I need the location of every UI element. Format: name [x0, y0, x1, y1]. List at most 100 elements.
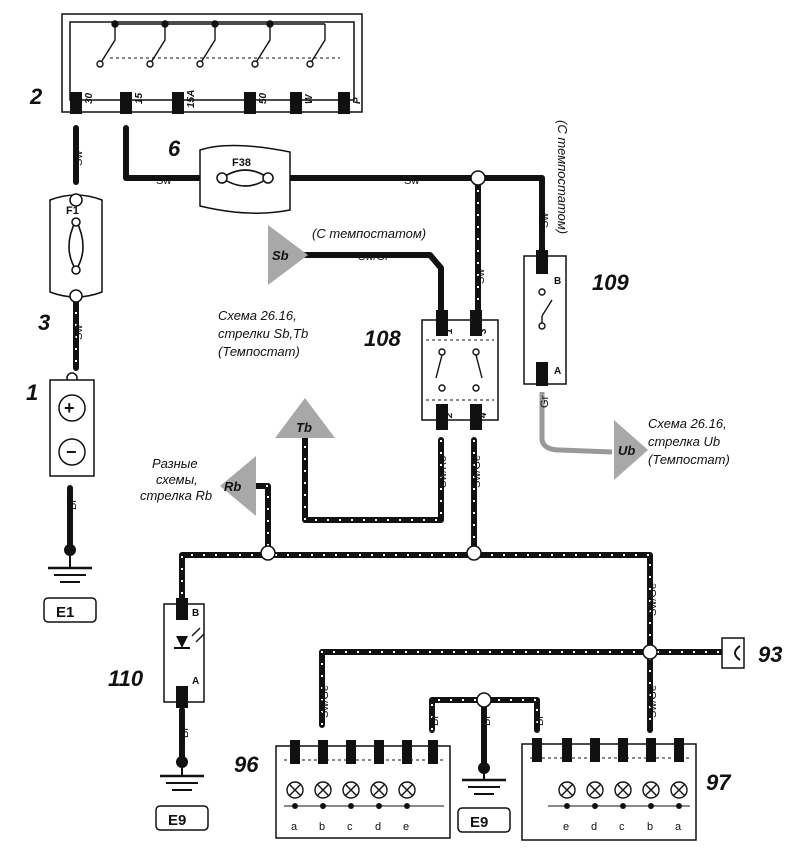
svg-text:−: − [66, 442, 77, 462]
note-tb: Схема 26.16, стрелки Sb,Tb (Темпостат) [218, 308, 308, 359]
junction-nodes [66, 170, 658, 708]
led-pin-a: A [192, 676, 199, 687]
lamp-96-pin-a: a [291, 821, 298, 833]
arrow-label-tb: Tb [296, 420, 312, 435]
svg-text:+: + [64, 398, 75, 418]
wire-label-sw-f38-right: Sw [404, 175, 419, 187]
led-pin-b: B [192, 608, 199, 619]
wire-label-sw-relay: Sw [475, 269, 487, 284]
wire-label-sw-ro: Sw/Ro [437, 456, 449, 488]
wire-label-sw-ge-bus: Sw/Ge [647, 583, 659, 616]
junction-node [466, 545, 482, 561]
wire-label-br-led: Br [179, 727, 191, 738]
wire-label-br-battery: Br [67, 499, 79, 510]
wire-label-sw-ge-96: Sw/Ge [319, 685, 331, 718]
component-number-109: 109 [592, 270, 629, 295]
junction-node [260, 545, 276, 561]
component-number-1: 1 [26, 380, 38, 405]
ground-label-e9-left: E9 [168, 812, 186, 829]
component-number-93: 93 [758, 642, 782, 667]
lamp-block-97: e d c b a 97 [521, 738, 732, 841]
terminal-15a-label: 15A [186, 90, 197, 108]
wire-label-br-96: Br [429, 715, 441, 726]
note-ub-line-2: стрелка Ub [648, 434, 720, 449]
terminal-50-label: 50 [258, 92, 269, 104]
note-ub: Схема 26.16, стрелка Ub (Темпостат) [648, 416, 730, 467]
wires [67, 125, 728, 768]
wire-label-sw-switch: Sw [539, 213, 551, 228]
note-sb-tempostat: (С темпостатом) [312, 226, 426, 241]
relay-108: 1 3 2 4 108 [364, 310, 499, 430]
ground-e9-mid: E9 [457, 762, 511, 833]
junction-node [470, 170, 486, 186]
ground-label-e1: E1 [56, 604, 74, 621]
note-ub-line-3: (Темпостат) [648, 452, 730, 467]
relay-pin-4: 4 [478, 412, 489, 419]
wire-label-sw-30: Sw [73, 151, 85, 166]
terminal-p-label: P [352, 97, 363, 104]
arrow-rb: Rb [220, 456, 256, 516]
note-switch-tempostat: (С темпостатом) [555, 120, 570, 234]
component-number-110: 110 [108, 666, 144, 691]
wire-label-gr: Gr [539, 395, 551, 408]
fuse-f38-label: F38 [232, 157, 251, 169]
lamp-97-pin-d: d [591, 821, 597, 833]
wire-label-sw-f38-left: Sw [156, 175, 171, 187]
component-number-6: 6 [168, 136, 181, 161]
component-number-96: 96 [234, 752, 259, 777]
component-number-2: 2 [29, 84, 43, 109]
ground-e9-left: E9 [155, 756, 209, 831]
note-tb-line-3: (Темпостат) [218, 344, 300, 359]
wire-label-sw-ge-97: Sw/Ge [647, 685, 659, 718]
terminal-w-label: W [304, 93, 315, 104]
lamp-96-pin-d: d [375, 821, 381, 833]
arrow-label-rb: Rb [224, 479, 241, 494]
junction-node [476, 692, 492, 708]
switch-pin-a: A [554, 366, 561, 377]
note-tb-line-1: Схема 26.16, [218, 308, 297, 323]
relay-pin-2: 2 [444, 412, 455, 419]
lamp-96-pin-c: c [347, 821, 353, 833]
lamp-97-pin-e: e [563, 821, 569, 833]
lamp-96-pin-e: e [403, 821, 409, 833]
terminal-30-label: 30 [84, 92, 95, 104]
note-ub-line-1: Схема 26.16, [648, 416, 727, 431]
battery: + − 1 [26, 379, 95, 477]
note-tb-line-2: стрелки Sb,Tb [218, 326, 308, 341]
arrow-tb: Tb [275, 398, 335, 438]
arrow-label-sb: Sb [272, 248, 289, 263]
fuse-f1-label: F1 [66, 205, 79, 217]
junction-node [642, 644, 658, 660]
lamp-96-pin-b: b [319, 821, 325, 833]
component-number-97: 97 [706, 770, 732, 795]
note-rb-line-1: Разные [152, 456, 198, 471]
terminal-15-label: 15 [134, 92, 145, 104]
lamp-block-96: a b c d e 96 [234, 740, 451, 839]
switch-109: B A 109 [523, 250, 629, 386]
fuse-f38: F38 6 [168, 136, 291, 214]
wire-label-br-mid: Br [481, 715, 493, 726]
switch-pin-b: B [554, 276, 561, 287]
arrow-sb: Sb [268, 225, 308, 285]
fuse-f1: F1 3 [38, 193, 103, 335]
arrow-ub: Ub [614, 420, 648, 480]
arrow-label-ub: Ub [618, 443, 635, 458]
note-rb-line-3: стрелка Rb [140, 488, 212, 503]
wire-label-sw-ge-relay: Sw/Ge [471, 455, 483, 488]
lamp-97-pin-c: c [619, 821, 625, 833]
relay-pin-1: 1 [444, 328, 455, 334]
ground-label-e9-mid: E9 [470, 814, 488, 831]
relay-pin-3: 3 [478, 328, 489, 334]
wire-label-sw-f1: Sw [73, 325, 85, 340]
note-rb-line-2: схемы, [156, 472, 198, 487]
connector-93: 93 [721, 637, 782, 669]
ignition-switch: 30 15 15A 50 W P 2 [29, 13, 363, 114]
lamp-97-pin-b: b [647, 821, 653, 833]
led-110: B A 110 [108, 598, 205, 708]
ground-e1: E1 [43, 544, 97, 623]
component-number-3: 3 [38, 310, 50, 335]
note-rb: Разные схемы, стрелка Rb [140, 456, 212, 503]
wire-label-sw-gr: Sw/Gr [358, 251, 389, 263]
component-number-108: 108 [364, 326, 401, 351]
